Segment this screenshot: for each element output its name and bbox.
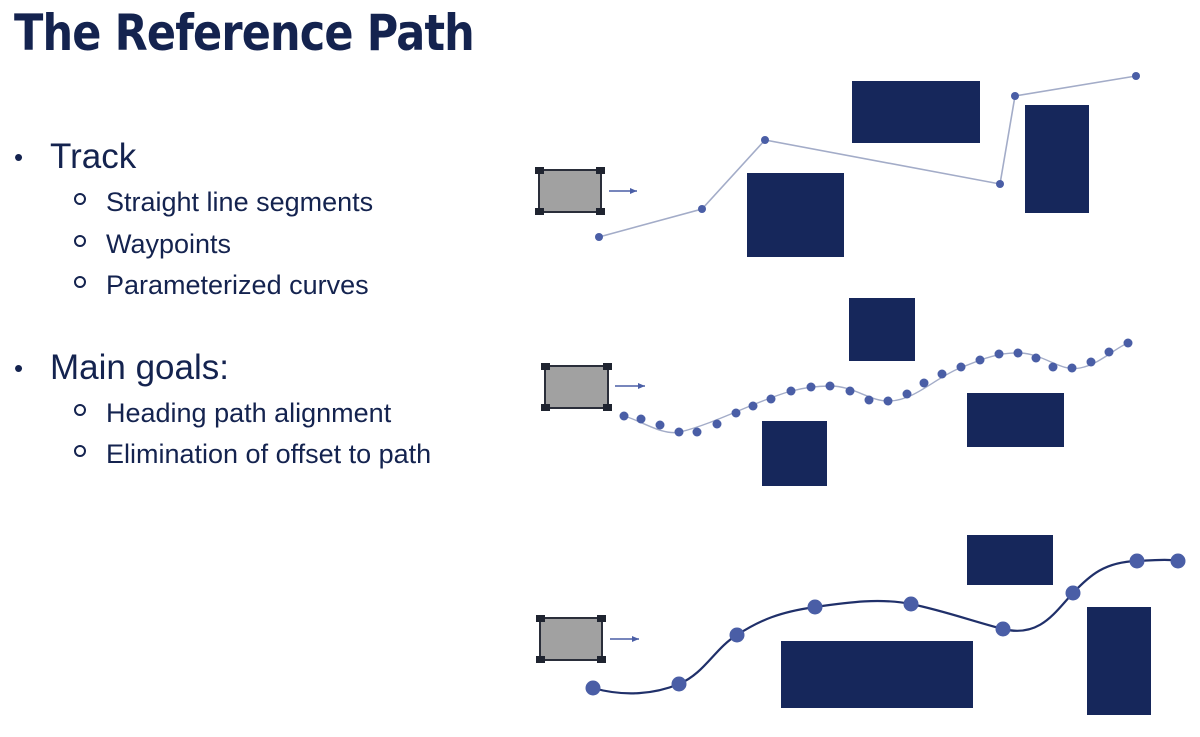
sub-item-text: Elimination of offset to path: [106, 439, 432, 469]
hollow-circle-icon: [74, 234, 86, 247]
waypoint-dot: [786, 386, 796, 396]
sub-item-text: Heading path alignment: [106, 397, 392, 428]
curve-point: [585, 680, 601, 696]
obstacle: [762, 421, 827, 486]
hollow-circle-icon: [74, 193, 86, 205]
waypoint-dot: [636, 414, 646, 424]
waypoint-dots: [619, 338, 1133, 437]
waypoint-dot: [761, 136, 769, 144]
waypoint-dot: [883, 396, 893, 406]
waypoint-dot: [1132, 72, 1140, 80]
obstacle: [967, 535, 1053, 585]
sub-item: Heading path alignment: [50, 393, 431, 435]
sub-list-goals: Heading path alignment Elimination of of…: [50, 393, 431, 476]
waypoint-dot: [731, 408, 741, 418]
waypoint-dot: [996, 180, 1004, 188]
vehicle-icon: [535, 167, 605, 215]
waypoint-dot: [1048, 362, 1058, 372]
sub-item-text: Straight line segments: [106, 187, 374, 217]
waypoint-dot: [975, 355, 985, 365]
panel-waypoints: [541, 298, 1133, 486]
panel-straight-line-segments: [535, 72, 1140, 257]
vehicle-icon: [536, 615, 606, 663]
waypoint-dot: [698, 205, 706, 213]
waypoint-dot: [806, 382, 816, 392]
vehicle-icon: [541, 363, 612, 411]
waypoint-dot: [766, 394, 776, 404]
curve-point: [729, 627, 745, 643]
curve-point: [1065, 585, 1081, 601]
obstacle: [852, 81, 980, 143]
waypoint-dot: [692, 427, 702, 437]
curve-point: [1170, 553, 1186, 569]
panel-parameterized-curves: [536, 535, 1186, 715]
waypoint-dot: [674, 427, 684, 437]
waypoint-dot: [595, 233, 603, 241]
obstacle: [1025, 105, 1089, 213]
sub-item: Straight line segments: [50, 182, 431, 224]
segment-vertices: [595, 72, 1140, 241]
bullet-list: • Track Straight line segments Waypoints…: [14, 134, 431, 476]
obstacle: [849, 298, 915, 361]
waypoint-dot: [956, 362, 966, 372]
slide-title: The Reference Path: [14, 4, 475, 62]
sub-item-text: Parameterized curves: [106, 270, 369, 300]
sub-item: Parameterized curves: [50, 265, 431, 307]
waypoint-dot: [1031, 353, 1041, 363]
waypoint-dot: [1104, 347, 1114, 357]
waypoint-dot: [919, 378, 929, 388]
waypoint-dot: [619, 411, 629, 421]
obstacle: [967, 393, 1064, 447]
sub-list-track: Straight line segments Waypoints Paramet…: [50, 182, 431, 307]
waypoint-dot: [1086, 357, 1096, 367]
bullet-dot-icon: •: [14, 142, 24, 172]
waypoint-dot: [902, 389, 912, 399]
sub-item-text: Waypoints: [106, 228, 232, 259]
curve-control-points: [585, 553, 1186, 696]
waypoint-dot: [1011, 92, 1019, 100]
waypoint-dot: [825, 381, 835, 391]
bullet-track: • Track Straight line segments Waypoints…: [14, 134, 431, 307]
bullet-text: Track: [50, 137, 137, 176]
waypoint-dot: [1013, 348, 1023, 358]
hollow-circle-icon: [74, 445, 86, 457]
bullet-text: Main goals:: [50, 347, 229, 387]
sub-item: Waypoints: [50, 224, 431, 266]
curve-point: [671, 676, 687, 692]
waypoint-dot: [655, 420, 665, 430]
waypoint-dot: [864, 395, 874, 405]
waypoint-dot: [937, 369, 947, 379]
waypoint-dot: [712, 419, 722, 429]
hollow-circle-icon: [74, 276, 86, 288]
obstacle: [1087, 607, 1151, 715]
waypoint-dot: [994, 349, 1004, 359]
bullet-dot-icon: •: [14, 352, 24, 383]
waypoint-dot: [1067, 363, 1077, 373]
waypoint-dot: [1123, 338, 1133, 348]
curve-point: [903, 596, 919, 612]
curve-point: [807, 599, 823, 615]
bullet-main-goals: • Main goals: Heading path alignment Eli…: [14, 345, 431, 476]
obstacle: [781, 641, 973, 708]
reference-path-segments: [598, 75, 1137, 238]
waypoint-dot: [748, 401, 758, 411]
obstacle: [747, 173, 844, 257]
waypoint-dot: [845, 386, 855, 396]
curve-point: [995, 621, 1011, 637]
hollow-circle-icon: [74, 403, 86, 416]
curve-point: [1129, 553, 1145, 569]
sub-item: Elimination of offset to path: [50, 434, 431, 476]
